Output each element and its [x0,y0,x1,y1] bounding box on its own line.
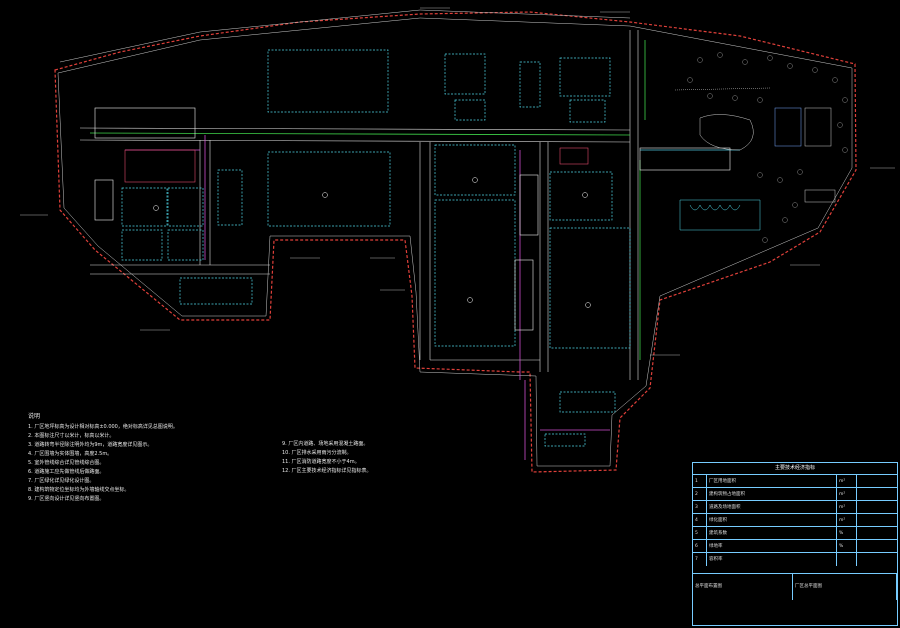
bldg-tank-2 [167,187,204,227]
court-2 [804,107,832,147]
site-boundary [54,11,857,473]
note-line: 9. 厂区竖向设计详见竖向布置图。 [28,496,105,502]
project-name: 总平面布置图 [693,574,793,600]
site-boundary-inner [57,17,853,467]
table-cell: % [837,527,857,540]
bldg-south-shed [179,277,253,305]
landscape-area [674,87,836,231]
note-line: 2. 本图标注尺寸以米计，标高以米计。 [28,433,115,439]
elevation-ticks [20,7,895,356]
table-cell: 5 [693,527,707,540]
note-line: 9. 厂区内道路、场地采用混凝土路面。 [282,441,369,447]
bldg-workshop-e [549,227,631,349]
bldg-gatehouse [454,99,486,121]
north-road [59,9,631,63]
table-row: 2 建构筑物占地面积 m² [693,487,897,501]
table-cell: 3 [693,501,707,514]
table-cell: 7 [693,553,707,566]
note-line: 8. 建构筑物定位坐标均为外墙轴线交点坐标。 [28,487,130,493]
table-cell: m² [837,501,857,514]
table-cell: 厂区用地面积 [707,475,837,488]
note-line: 7. 厂区绿化详见绿化设计图。 [28,478,95,484]
notes-heading: 说明 [28,413,41,420]
note-line: 11. 厂区消防道路宽度不小于4m。 [282,459,360,465]
table-cell: % [837,540,857,553]
bldg-canteen [519,61,541,108]
note-line: 5. 室外管线综合详见管线综合图。 [28,460,105,466]
bldg-tank-3 [121,229,163,261]
table-row: 7 容积率 [693,552,897,566]
table-cell: 6 [693,540,707,553]
table-cell [837,553,857,566]
title-row: 总平面布置图 厂区总平面图 [693,573,897,600]
table-row: 1 厂区用地面积 m² [693,474,897,488]
table-cell: m² [837,475,857,488]
table-row: 3 道路及场地面积 m² [693,500,897,514]
note-line: 1. 厂区地坪标高为设计相对标高±0.000，绝对标高详见总图说明。 [28,424,178,430]
general-notes-continued: 9. 厂区内道路、场地采用混凝土路面。 10. 厂区排水采用雨污分流制。 11.… [282,440,487,476]
bldg-pump [569,99,606,123]
bldg-workshop-c [434,199,516,347]
buildings-solid [94,107,731,331]
table-cell: 容积率 [707,553,837,566]
table-row: 4 绿化面积 m² [693,513,897,527]
table-cell: m² [837,514,857,527]
table-cell: 4 [693,514,707,527]
table-row: 6 绿地率 % [693,539,897,553]
building-markers [153,177,591,308]
bldg-tank-4 [167,229,204,261]
table-cell: 绿地率 [707,540,837,553]
table-cell: 2 [693,488,707,501]
bldg-workshop-d [549,171,613,221]
note-line: 3. 道路转弯半径除注明外均为9m，道路宽度详见图示。 [28,442,153,448]
table-cell: 建筑系数 [707,527,837,540]
buildings [121,49,631,447]
table-cell: m² [837,488,857,501]
bldg-storage [217,169,243,226]
trees [687,52,848,243]
table-cell: 绿化面积 [707,514,837,527]
table-cell: 建构筑物占地面积 [707,488,837,501]
pipelines [89,40,740,460]
bldg-guard-south [544,433,586,447]
bldg-workshop-b [434,144,516,196]
drawing-name: 厂区总平面图 [793,574,897,600]
court-1 [774,107,802,147]
table-header: 主要技术经济指标 [774,465,815,471]
bldg-tank-1 [121,187,168,227]
general-notes: 说明 1. 厂区地坪标高为设计相对标高±0.000，绝对标高详见总图说明。 2.… [28,412,278,504]
bldg-warehouse-north [267,49,389,113]
title-block: 主要技术经济指标 1 厂区用地面积 m² 2 建构筑物占地面积 m² 3 道路及… [692,462,898,626]
table-row: 5 建筑系数 % [693,526,897,540]
note-line: 12. 厂区主要技术经济指标详见指标表。 [282,468,372,474]
table-cell: 道路及场地面积 [707,501,837,514]
table-cell: 1 [693,475,707,488]
note-line: 6. 道路施工应先做管线后做路面。 [28,469,105,475]
bldg-office [444,53,486,95]
note-line: 10. 厂区排水采用雨污分流制。 [282,450,352,456]
roads [79,30,639,380]
bldg-workshop-a [267,151,391,227]
bldg-dormitory [559,57,611,97]
note-line: 4. 厂区围墙为实体围墙，高度2.5m。 [28,451,113,457]
bldg-sub-south [559,391,616,413]
